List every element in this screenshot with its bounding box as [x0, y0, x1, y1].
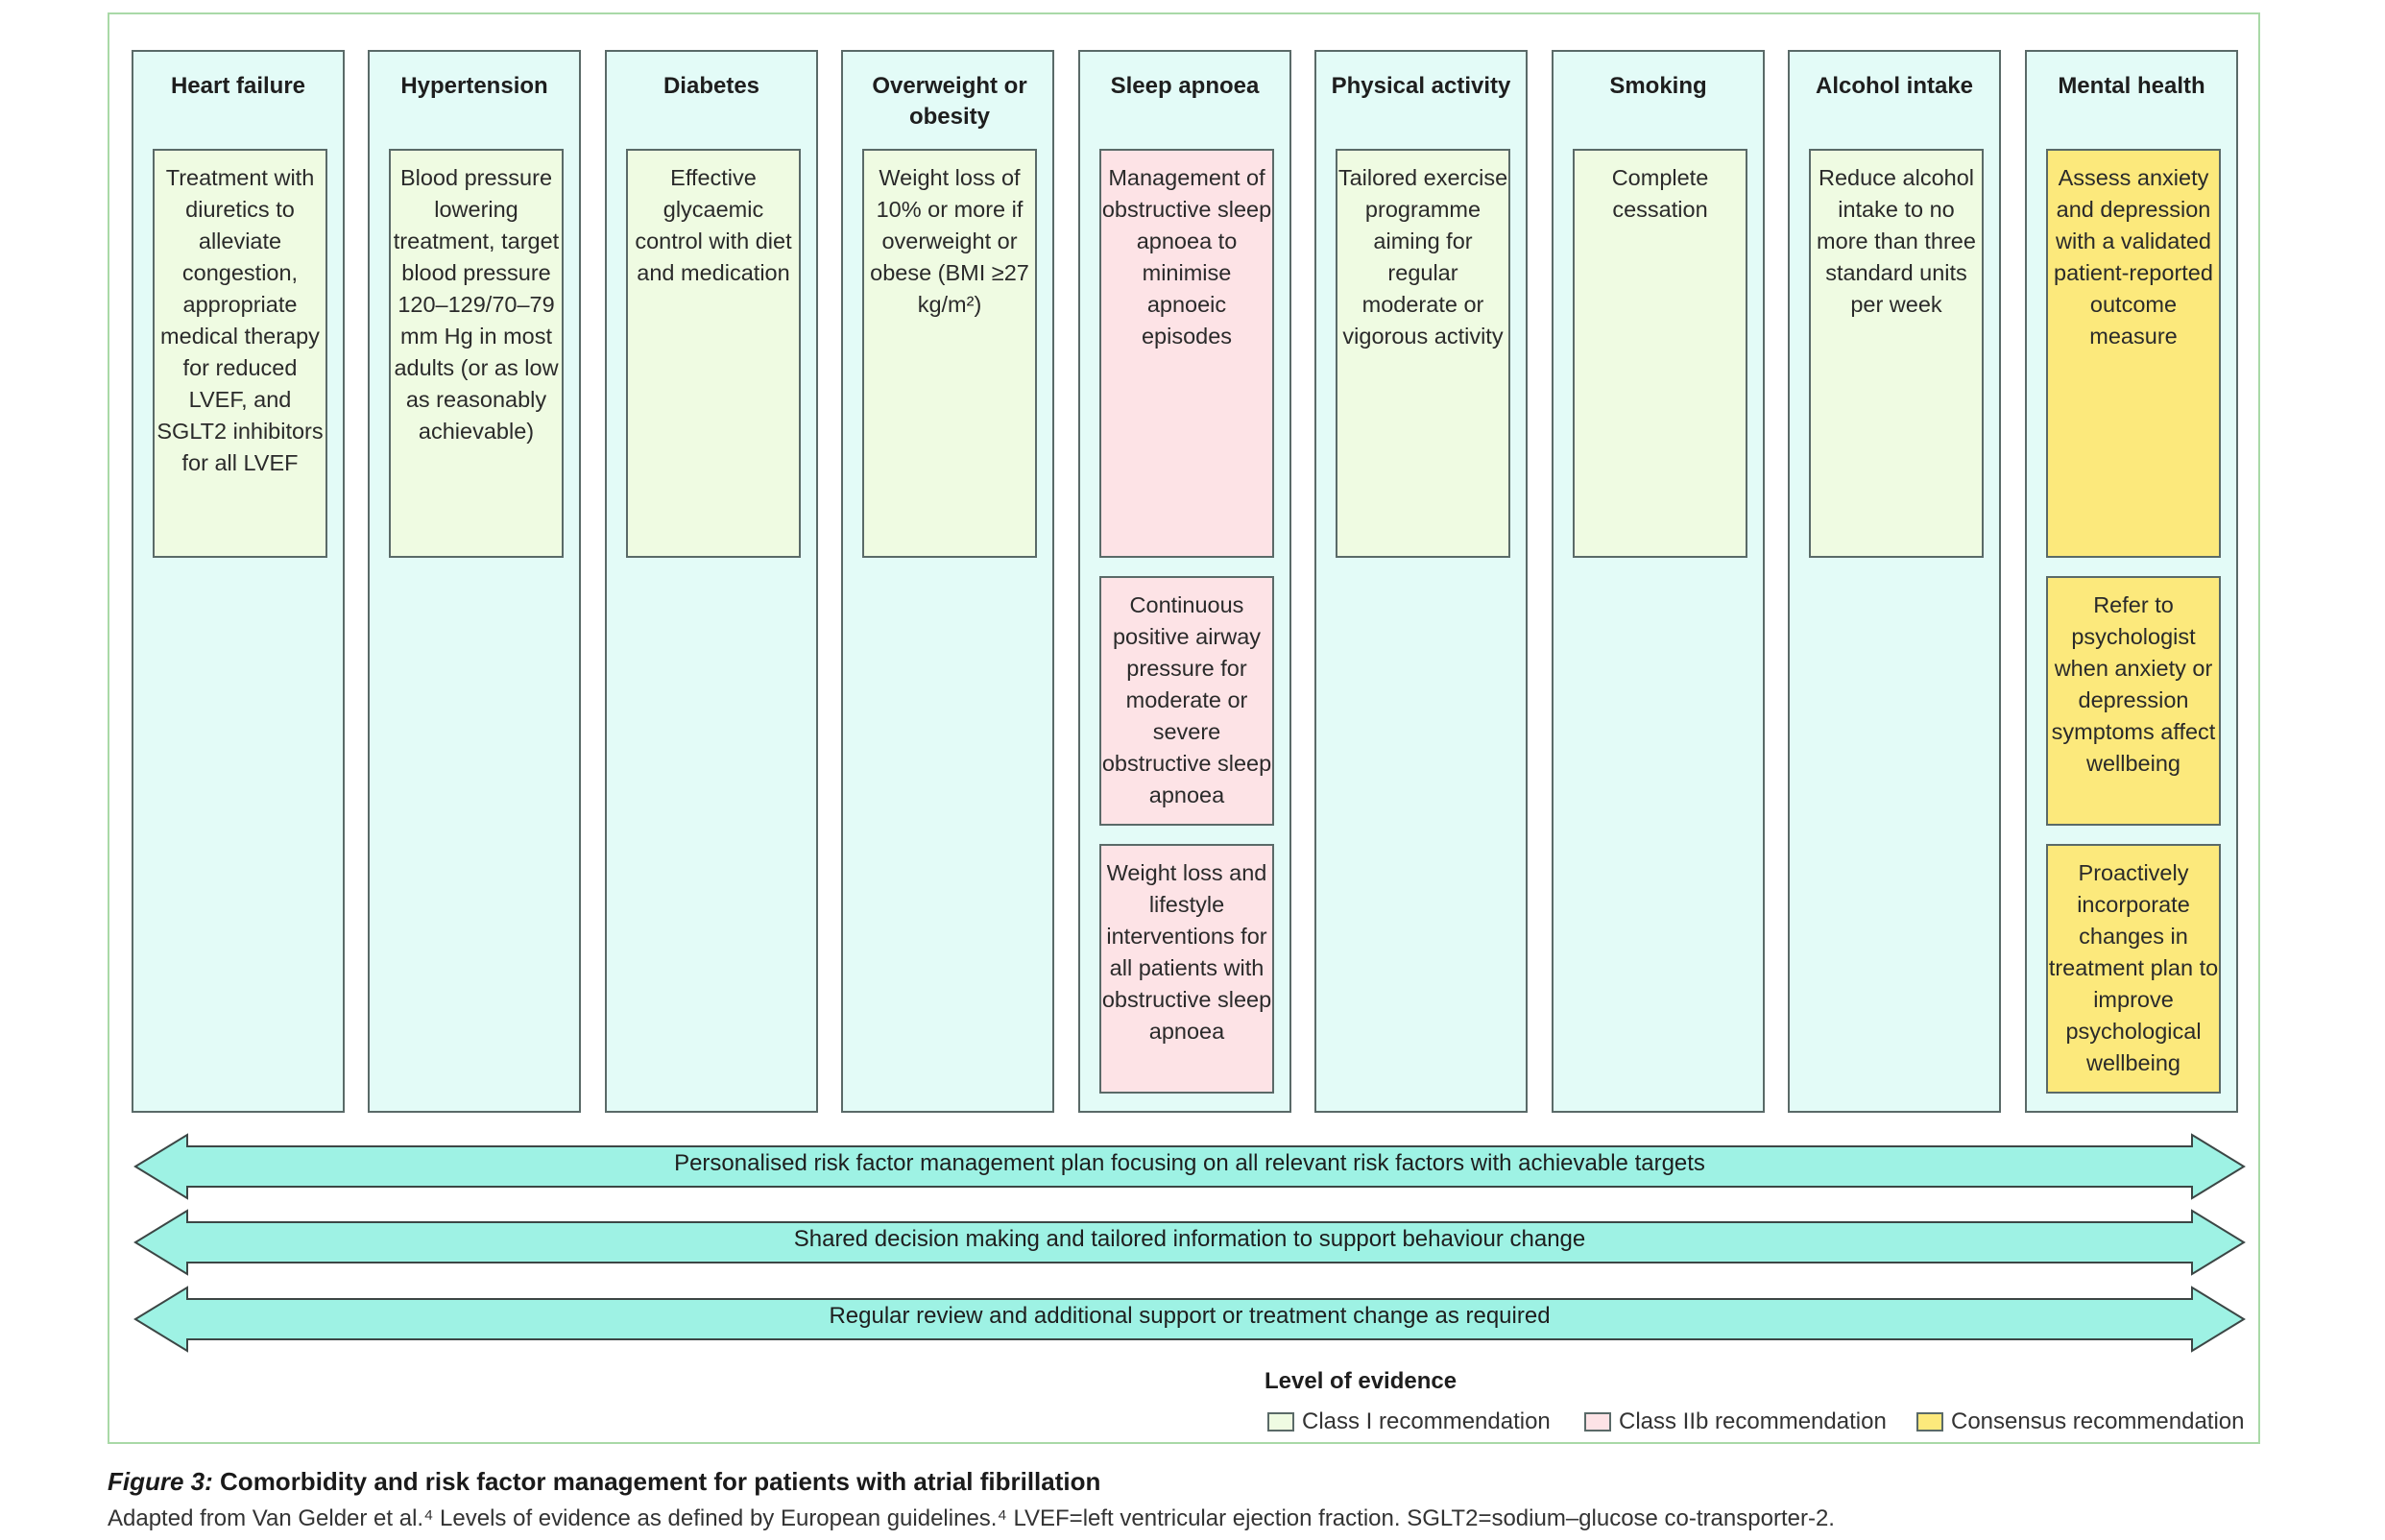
- legend-label: Consensus recommendation: [1951, 1408, 2245, 1434]
- legend-item-consensus: Consensus recommendation: [1916, 1408, 2245, 1435]
- column-mental-health: Mental health Assess anxiety and depress…: [2025, 50, 2238, 1113]
- legend-swatch: [1267, 1412, 1294, 1432]
- legend-item-class-i: Class I recommendation: [1267, 1408, 1551, 1435]
- recommendation-box: Assess anxiety and depression with a val…: [2046, 149, 2221, 558]
- figure-frame: Heart failure Treatment with diuretics t…: [108, 12, 2260, 1444]
- arrow-band-regular-review: Regular review and additional support or…: [133, 1286, 2246, 1353]
- figure-label: Figure 3:: [108, 1467, 213, 1496]
- column-heart-failure: Heart failure Treatment with diuretics t…: [132, 50, 345, 1113]
- recommendation-box: Continuous positive airway pressure for …: [1099, 576, 1274, 826]
- legend-label: Class I recommendation: [1302, 1408, 1551, 1434]
- recommendation-box: Proactively incorporate changes in treat…: [2046, 844, 2221, 1094]
- column-physical-activity: Physical activity Tailored exercise prog…: [1314, 50, 1528, 1113]
- column-title: Sleep apnoea: [1110, 73, 1260, 99]
- arrow-band-shared-decision: Shared decision making and tailored info…: [133, 1209, 2246, 1276]
- column-title: Alcohol intake: [1815, 73, 1974, 99]
- column-alcohol-intake: Alcohol intake Reduce alcohol intake to …: [1788, 50, 2001, 1113]
- column-title: Physical activity: [1331, 73, 1511, 99]
- figure-caption-note: Adapted from Van Gelder et al.⁴ Levels o…: [108, 1505, 1835, 1531]
- recommendation-box: Blood pressure lowering treatment, targe…: [389, 149, 564, 558]
- recommendation-box: Weight loss of 10% or more if overweight…: [862, 149, 1037, 558]
- column-title: Heart failure: [170, 73, 306, 99]
- arrow-band-personalised-plan: Personalised risk factor management plan…: [133, 1133, 2246, 1200]
- recommendation-box: Effective glycaemic control with diet an…: [626, 149, 801, 558]
- recommendation-box: Reduce alcohol intake to no more than th…: [1809, 149, 1984, 558]
- legend-swatch: [1916, 1412, 1943, 1432]
- column-diabetes: Diabetes Effective glycaemic control wit…: [605, 50, 818, 1113]
- column-title: Smoking: [1609, 73, 1707, 99]
- legend-item-class-iib: Class IIb recommendation: [1584, 1408, 1887, 1435]
- recommendation-box: Treatment with diuretics to alleviate co…: [153, 149, 327, 558]
- legend-label: Class IIb recommendation: [1619, 1408, 1887, 1434]
- legend-swatch: [1584, 1412, 1611, 1432]
- recommendation-box: Tailored exercise programme aiming for r…: [1336, 149, 1510, 558]
- column-title: Overweight or obesity: [872, 73, 1027, 130]
- band-label: Shared decision making and tailored info…: [793, 1226, 1586, 1252]
- column-title: Diabetes: [662, 73, 760, 99]
- legend-title: Level of evidence: [1265, 1368, 1458, 1394]
- column-smoking: Smoking Complete cessation: [1552, 50, 1765, 1113]
- recommendation-box: Complete cessation: [1573, 149, 1747, 558]
- recommendation-box: Weight loss and lifestyle interventions …: [1099, 844, 1274, 1094]
- figure-title: Comorbidity and risk factor management f…: [220, 1467, 1101, 1496]
- column-hypertension: Hypertension Blood pressure lowering tre…: [368, 50, 581, 1113]
- band-label: Regular review and additional support or…: [829, 1303, 1551, 1329]
- column-sleep-apnoea: Sleep apnoea Management of obstructive s…: [1078, 50, 1291, 1113]
- figure-caption-title: Figure 3: Comorbidity and risk factor ma…: [108, 1467, 1100, 1497]
- column-title: Mental health: [2058, 73, 2205, 99]
- recommendation-box: Refer to psychologist when anxiety or de…: [2046, 576, 2221, 826]
- band-label: Personalised risk factor management plan…: [674, 1150, 1705, 1176]
- column-title: Hypertension: [400, 73, 548, 99]
- recommendation-box: Management of obstructive sleep apnoea t…: [1099, 149, 1274, 558]
- column-overweight-obesity: Overweight or obesity Weight loss of 10%…: [841, 50, 1054, 1113]
